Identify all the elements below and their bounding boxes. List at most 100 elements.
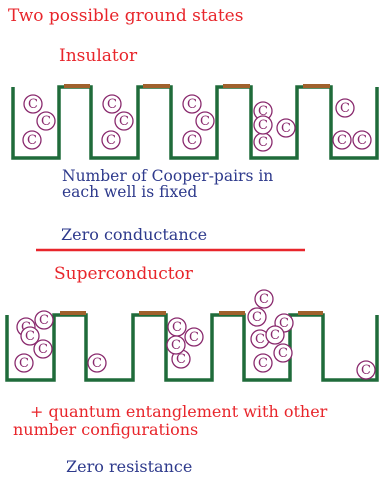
cooper-pair-circle <box>36 111 56 131</box>
cooper-pair: C <box>20 326 40 346</box>
insulator-caption-line-1: Number of Cooper-pairs in <box>62 167 274 185</box>
cooper-pair-label: C <box>281 121 291 136</box>
cooper-pair-circle <box>87 353 107 373</box>
zero-conductance-label: Zero conductance <box>61 225 208 244</box>
superconductor-heading: Superconductor <box>54 264 193 284</box>
cooper-pair: C <box>22 130 42 150</box>
cooper-pair: C <box>247 307 267 327</box>
cooper-pair-circle <box>352 130 372 150</box>
cooper-pair-circle <box>102 94 122 114</box>
cooper-pair: C <box>33 339 53 359</box>
cooper-pair: C <box>265 325 285 345</box>
cooper-pair: C <box>182 130 202 150</box>
insulator-heading: Insulator <box>59 46 138 66</box>
cooper-pair-label: C <box>252 310 262 325</box>
cooper-pair-circle <box>20 326 40 346</box>
cooper-pair-circle <box>184 327 204 347</box>
cooper-pair: C <box>14 353 34 373</box>
cooper-pair: C <box>166 335 186 355</box>
cooper-pair-circle <box>254 289 274 309</box>
cooper-pair-label: C <box>41 114 51 129</box>
cooper-pair-circle <box>182 130 202 150</box>
cooper-pair: C <box>276 118 296 138</box>
cooper-pair-circle <box>276 118 296 138</box>
cooper-pair: C <box>273 343 293 363</box>
cooper-pair: C <box>253 115 273 135</box>
cooper-pair-label: C <box>258 135 268 150</box>
cooper-pair-label: C <box>106 133 116 148</box>
cooper-pair: C <box>332 130 352 150</box>
cooper-pair-label: C <box>172 320 182 335</box>
cooper-pair-circle <box>247 307 267 327</box>
potential-well-outline <box>5 313 379 382</box>
insulator-caption-line-2: each well is fixed <box>62 183 198 201</box>
cooper-pair-circle <box>22 130 42 150</box>
cooper-pair-label: C <box>189 330 199 345</box>
cooper-pair: C <box>87 353 107 373</box>
cooper-pair-circle <box>182 94 202 114</box>
cooper-pair-label: C <box>258 356 268 371</box>
cooper-pair: C <box>253 132 273 152</box>
cooper-pair-label: C <box>357 133 367 148</box>
cooper-pair-label: C <box>28 97 38 112</box>
cooper-pair-label: C <box>361 363 371 378</box>
cooper-pair: C <box>182 94 202 114</box>
cooper-pair-circle <box>33 339 53 359</box>
cooper-pair: C <box>114 111 134 131</box>
cooper-pair-label: C <box>119 114 129 129</box>
cooper-pair-circle <box>14 353 34 373</box>
cooper-pair: C <box>335 98 355 118</box>
superconductor-caption-line-2: number configurations <box>13 420 199 439</box>
diagram-title: Two possible ground states <box>8 6 244 26</box>
cooper-pair-circle <box>34 310 54 330</box>
cooper-pair: C <box>356 360 376 380</box>
cooper-pair-label: C <box>279 316 289 331</box>
cooper-pair-label: C <box>337 133 347 148</box>
cooper-pair-label: C <box>270 328 280 343</box>
cooper-pair: C <box>184 327 204 347</box>
cooper-pair-label: C <box>25 329 35 344</box>
cooper-pair: C <box>101 130 121 150</box>
cooper-pair-label: C <box>278 346 288 361</box>
cooper-pair-label: C <box>200 114 210 129</box>
cooper-pair-label: C <box>258 104 268 119</box>
zero-resistance-label: Zero resistance <box>66 457 193 476</box>
cooper-pair-label: C <box>39 313 49 328</box>
cooper-pair-circle <box>166 335 186 355</box>
cooper-pair-label: C <box>176 352 186 367</box>
cooper-pair-circle <box>273 343 293 363</box>
cooper-pair-label: C <box>171 338 181 353</box>
cooper-pair-circle <box>335 98 355 118</box>
cooper-pair: C <box>102 94 122 114</box>
cooper-pair-label: C <box>187 97 197 112</box>
cooper-pair-circle <box>253 353 273 373</box>
cooper-pair-circle <box>23 94 43 114</box>
cooper-pair-label: C <box>19 356 29 371</box>
cooper-pair: C <box>253 353 273 373</box>
cooper-pair-circle <box>253 115 273 135</box>
cooper-pair-circle <box>332 130 352 150</box>
cooper-pair-label: C <box>187 133 197 148</box>
cooper-pair: C <box>352 130 372 150</box>
cooper-pair-label: C <box>259 292 269 307</box>
cooper-pair-label: C <box>255 332 265 347</box>
cooper-pair-label: C <box>27 133 37 148</box>
cooper-pair-circle <box>114 111 134 131</box>
cooper-pair-label: C <box>107 97 117 112</box>
cooper-pair: C <box>34 310 54 330</box>
cooper-pair: C <box>23 94 43 114</box>
cooper-pair: C <box>195 111 215 131</box>
cooper-pair-circle <box>356 360 376 380</box>
cooper-pair-label: C <box>92 356 102 371</box>
cooper-pair-circle <box>101 130 121 150</box>
cooper-pair: C <box>254 289 274 309</box>
cooper-pair-circle <box>195 111 215 131</box>
cooper-pair: C <box>36 111 56 131</box>
cooper-pair-label: C <box>258 118 268 133</box>
superconductor-caption-line-1: + quantum entanglement with other <box>30 402 328 421</box>
cooper-pair-circle <box>265 325 285 345</box>
